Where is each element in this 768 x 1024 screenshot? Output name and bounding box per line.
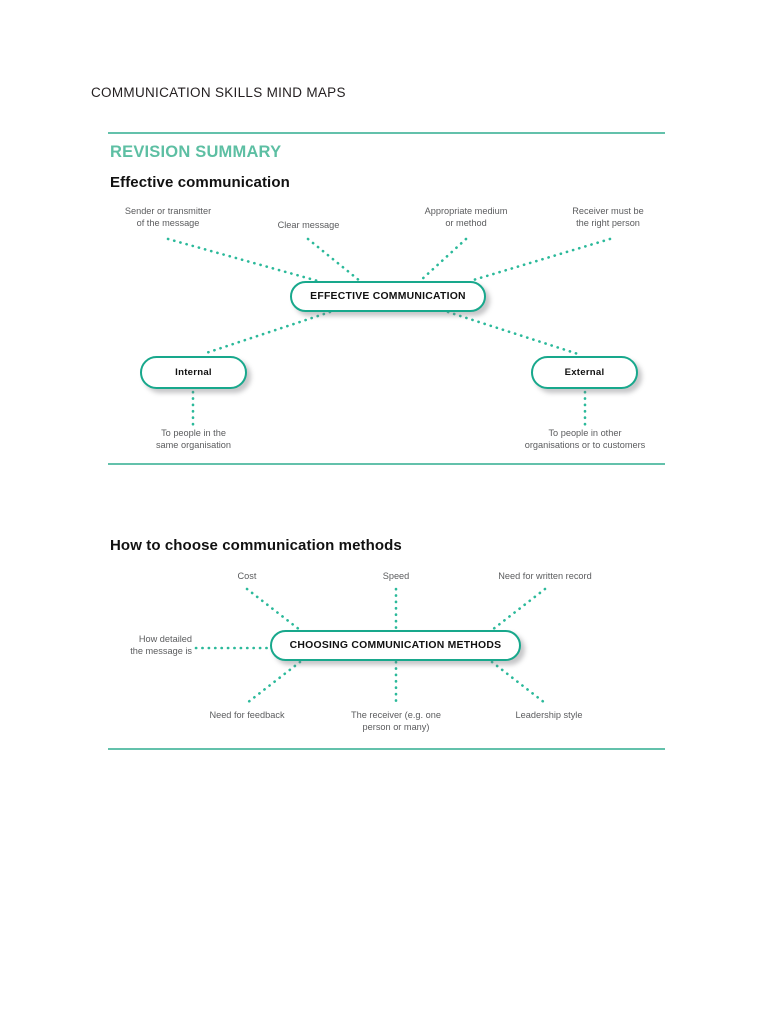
line-to-cost — [245, 587, 302, 632]
divider-middle — [108, 463, 665, 465]
section-heading-effective-communication: Effective communication — [110, 174, 290, 191]
leaf-leadership-style: Leadership style — [515, 710, 583, 720]
leaf-need-for-feedback: Need for feedback — [209, 710, 285, 720]
leaf-sender-or-transmitter: Sender or transmitter of the message — [124, 206, 212, 228]
leaf-receiver-right-person: Receiver must be the right person — [572, 206, 644, 228]
line-to-external — [446, 310, 580, 356]
node-choosing-communication-methods[interactable]: CHOOSING COMMUNICATION METHODS — [270, 630, 521, 661]
leaf-clear-message: Clear message — [277, 220, 340, 230]
line-to-written-record — [490, 587, 547, 632]
node-effective-communication[interactable]: EFFECTIVE COMMUNICATION — [290, 281, 486, 312]
line-to-internal — [201, 310, 332, 356]
revision-summary-label: REVISION SUMMARY — [110, 143, 282, 161]
line-to-clear-message — [306, 237, 362, 283]
leaf-appropriate-medium: Appropriate medium or method — [424, 206, 508, 228]
leaf-internal-description: To people in the same organisation — [155, 428, 232, 450]
leaf-need-for-written-record: Need for written record — [498, 571, 592, 581]
node-internal[interactable]: Internal — [140, 356, 247, 389]
leaf-the-receiver: The receiver (e.g. one person or many) — [351, 710, 441, 732]
line-to-sender — [166, 237, 320, 283]
leaf-cost: Cost — [237, 571, 257, 581]
divider-bottom — [108, 748, 665, 750]
divider-top — [108, 132, 665, 134]
line-to-leadership-style — [490, 660, 547, 705]
node-external[interactable]: External — [531, 356, 638, 389]
line-to-receiver — [468, 237, 612, 283]
line-to-medium — [418, 237, 468, 283]
section-heading-choose-methods: How to choose communication methods — [110, 537, 402, 554]
document-title: COMMUNICATION SKILLS MIND MAPS — [91, 85, 346, 100]
connector-lines-map1 — [166, 237, 612, 428]
leaf-external-description: To people in other organisations or to c… — [524, 428, 646, 450]
leaf-how-detailed-the-message-is: How detailed the message is — [130, 634, 192, 656]
line-to-need-feedback — [245, 660, 302, 705]
leaf-speed: Speed — [382, 571, 410, 581]
